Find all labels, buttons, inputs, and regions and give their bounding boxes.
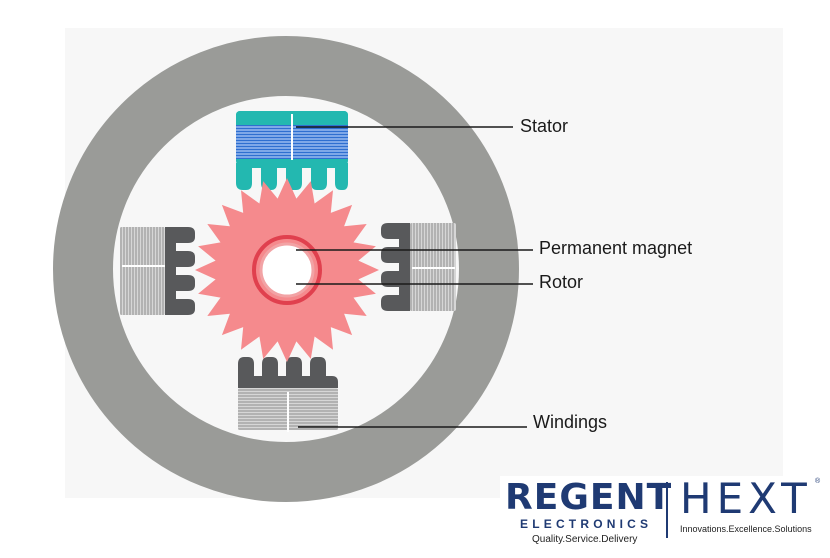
hext-tagline: Innovations.Excellence.Solutions: [680, 524, 812, 534]
brand-divider: [666, 482, 668, 538]
label-windings: Windings: [533, 412, 608, 432]
label-permanent-magnet: Permanent magnet: [539, 238, 693, 258]
stator-pole-left: [120, 227, 195, 315]
label-stator: Stator: [520, 116, 569, 136]
stator-pole-bottom: [238, 357, 338, 432]
stator-winding-left: [120, 227, 165, 315]
hext-logo-text: HEXT: [680, 474, 812, 523]
permanent-magnet-ring: [252, 235, 322, 305]
rotor: [195, 178, 379, 362]
stator-housing-ring: [53, 36, 519, 502]
label-rotor: Rotor: [539, 272, 584, 292]
regent-logo-text: REGENT: [505, 477, 673, 518]
regent-tagline: Quality.Service.Delivery: [532, 534, 638, 545]
registered-mark: ®: [815, 478, 821, 485]
brand-footer: REGENT ELECTRONICS Quality.Service.Deliv…: [500, 476, 830, 558]
rotor-shaft-hole: [259, 242, 315, 298]
regent-sub-text: ELECTRONICS: [520, 517, 653, 531]
stator-pole-top: [236, 111, 348, 190]
stator-pole-right: [381, 223, 456, 311]
